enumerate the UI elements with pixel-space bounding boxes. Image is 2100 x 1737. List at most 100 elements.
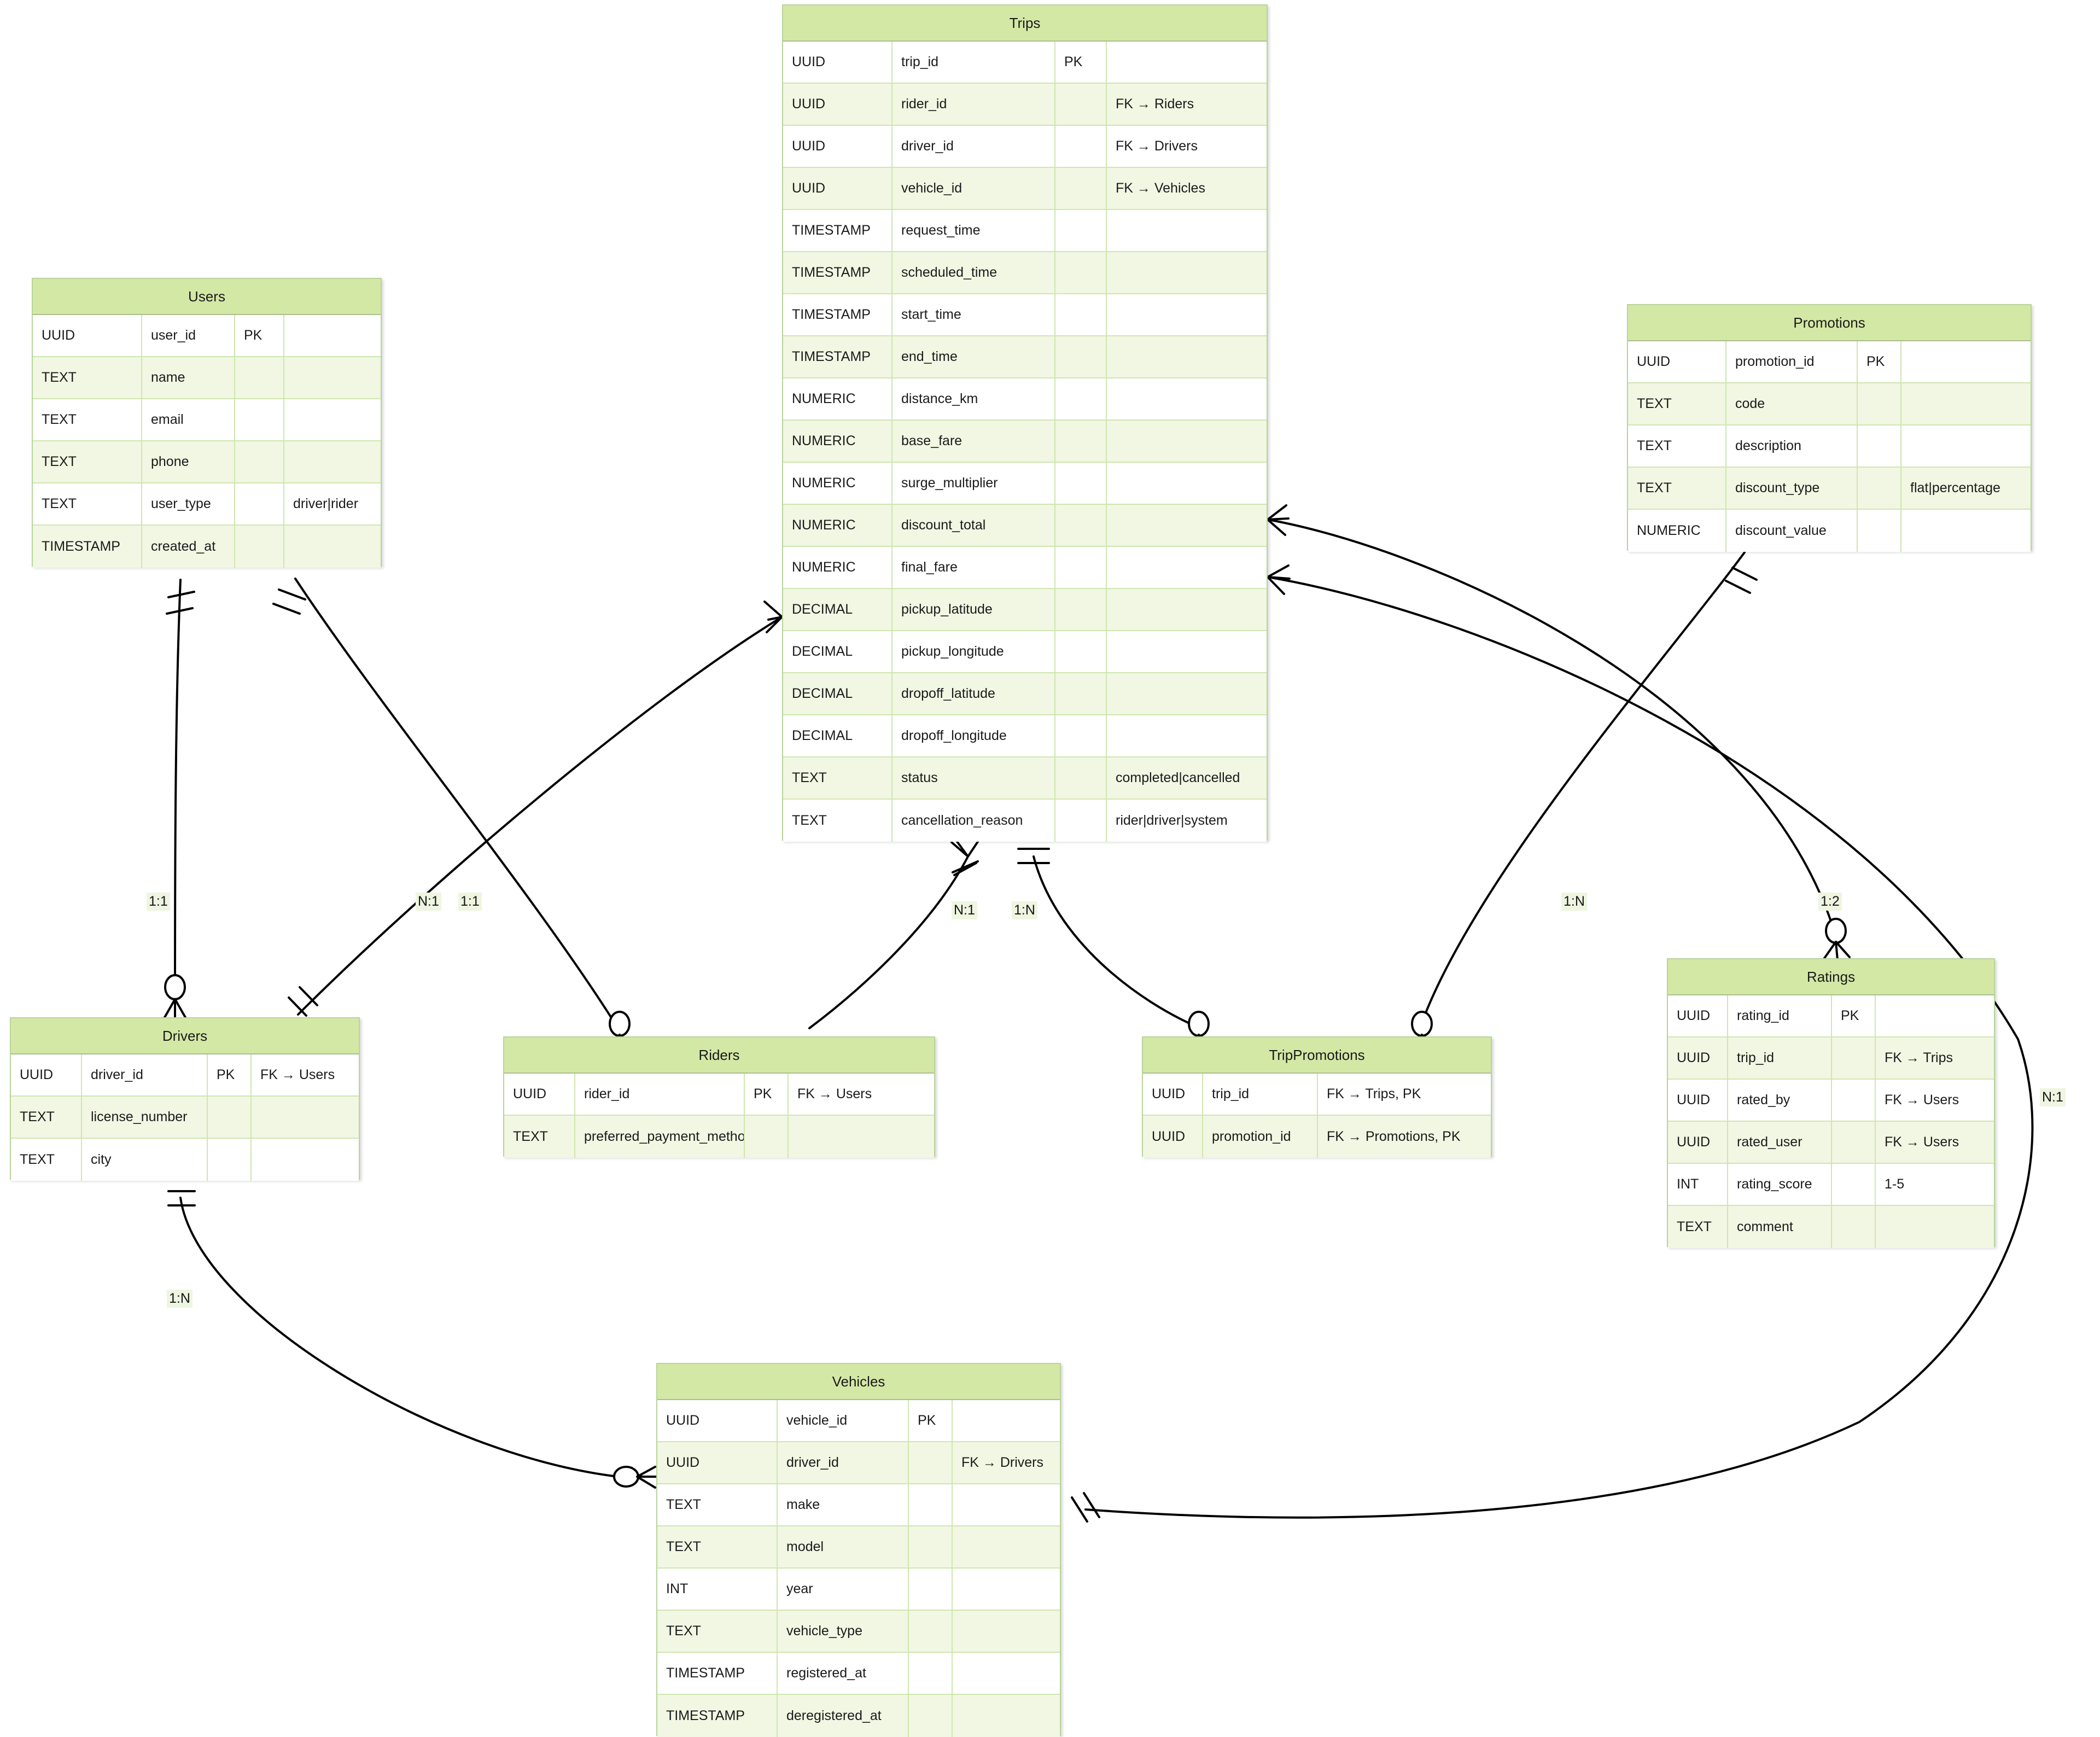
field-name: license_number <box>82 1097 208 1138</box>
entity-title-users: Users <box>33 279 381 315</box>
cardinality-label-trips-drivers: N:1 <box>416 893 441 911</box>
field-note <box>1901 425 2031 467</box>
field-key: PK <box>909 1400 953 1441</box>
field-type: UUID <box>783 168 892 209</box>
field-note <box>1107 210 1267 251</box>
entity-title-riders: Riders <box>504 1037 934 1074</box>
field-note <box>789 1116 934 1158</box>
field-type: INT <box>657 1569 778 1610</box>
field-type: NUMERIC <box>783 463 892 504</box>
field-name: request_time <box>892 210 1055 251</box>
edge-trips-trippromotions-onebar <box>1017 848 1050 864</box>
edge-trips-drivers-onebar <box>288 986 318 1017</box>
field-name: vehicle_id <box>892 168 1055 209</box>
field-key <box>1055 757 1107 798</box>
field-note <box>252 1097 359 1138</box>
field-note: completed|cancelled <box>1116 770 1240 785</box>
field-note <box>1901 341 2031 382</box>
field-note <box>1107 547 1267 588</box>
field-type: INT <box>1668 1164 1728 1205</box>
field-note <box>953 1484 1060 1525</box>
field-type: DECIMAL <box>783 631 892 672</box>
field-note <box>1107 673 1267 714</box>
field-note: FK → Users <box>1885 1092 1959 1108</box>
edge-trips-ratings-crowfoot2 <box>1823 941 1851 961</box>
field-type: UUID <box>11 1054 82 1095</box>
field-type: UUID <box>1668 995 1728 1036</box>
field-note: FK → Riders <box>1116 96 1194 112</box>
field-note <box>1876 1206 1994 1248</box>
field-name: trip_id <box>892 42 1055 83</box>
field-key <box>745 1116 789 1158</box>
field-name: driver_id <box>82 1054 208 1095</box>
field-name: vehicle_id <box>778 1400 909 1441</box>
field-key <box>1832 1037 1876 1079</box>
field-note <box>1107 336 1267 377</box>
field-type: TEXT <box>657 1611 778 1652</box>
entity-title-drivers: Drivers <box>11 1018 359 1054</box>
field-type: TEXT <box>783 757 892 798</box>
field-name: vehicle_type <box>778 1611 909 1652</box>
field-name: description <box>1726 425 1858 467</box>
